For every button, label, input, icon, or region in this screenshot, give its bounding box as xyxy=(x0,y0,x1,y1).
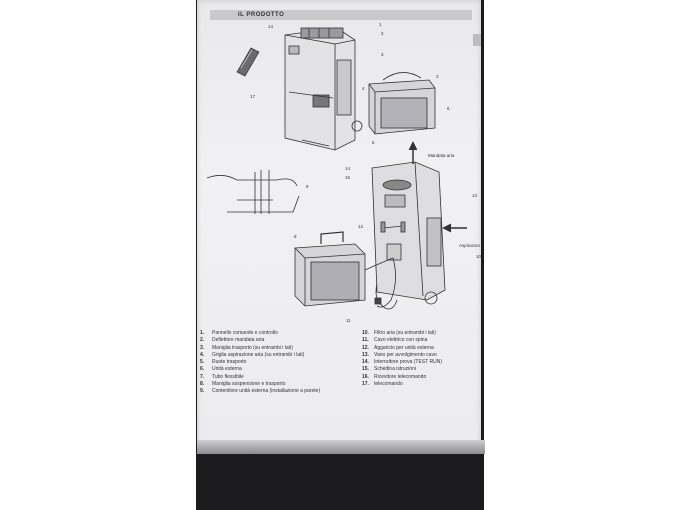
legend-item: 16.Ricevitore telecomando xyxy=(362,373,427,380)
callout-2: 2 xyxy=(381,31,384,36)
callout-3-ext: 3 xyxy=(436,74,439,79)
page-bottom-edge xyxy=(197,440,485,454)
legend-item: 6.Unità esterna xyxy=(200,366,242,373)
callout-11: 11 xyxy=(346,318,351,323)
indoor-unit-rear-drawing xyxy=(371,141,467,305)
legend-item: 4.Griglia aspirazione aria (su entrambi … xyxy=(200,351,305,358)
legend-item: 11.Cavo elettrico con spina xyxy=(362,337,428,344)
callout-14: 14 xyxy=(345,166,351,171)
legend-item: 3.Maniglia trasporto (su entrambi i lati… xyxy=(200,344,293,351)
indoor-unit-drawing xyxy=(284,27,363,151)
external-unit-hose-drawing xyxy=(294,231,398,310)
legend-item: 15.Schedina istruzioni xyxy=(362,366,416,373)
legend-item: 7.Tubo flessibile xyxy=(200,373,244,380)
page-tab-marker xyxy=(473,34,481,46)
remote-control-drawing xyxy=(236,47,260,77)
legend-left: 1.Pannello comando e controllo 2.Deflett… xyxy=(200,330,320,396)
legend-item: 9.Contenitore unità esterna (installazio… xyxy=(200,388,321,395)
callout-6: 6 xyxy=(447,106,450,111)
callout-4: 4 xyxy=(362,86,365,91)
legend-item: 2.Deflettore mandata aria xyxy=(200,337,265,344)
label-mandata-aria: Mandata aria xyxy=(428,153,455,158)
callout-14-top: 14 xyxy=(268,24,274,29)
callout-17: 17 xyxy=(250,94,256,99)
legend-item: 12.Aggancio per unità esterna xyxy=(362,344,434,351)
legend-item: 1.Pannello comando e controllo xyxy=(200,330,278,336)
callout-15: 15 xyxy=(345,175,351,180)
external-unit-drawing xyxy=(368,72,436,135)
callout-1: 1 xyxy=(379,22,382,27)
callout-12: 12 xyxy=(358,224,364,229)
legend-item: 14.Interruttore prova (TEST RUN) xyxy=(362,359,442,366)
legend-item: 13.Vano per avvolgimento cavo xyxy=(362,351,437,358)
legend-right: 10.Filtro aria (su entrambi i lati) 11.C… xyxy=(362,330,442,388)
legend-item: 5.Ruote trasporto xyxy=(200,359,247,366)
legend-item: 8.Maniglia sospensione e trasporto xyxy=(200,381,286,388)
wall-bracket-drawing xyxy=(206,170,300,214)
section-title: IL PRODOTTO xyxy=(238,12,285,18)
callout-8: 8 xyxy=(294,234,297,239)
callout-3-top: 3 xyxy=(381,52,384,57)
product-drawings xyxy=(206,27,467,310)
legend-item: 17.telecomando xyxy=(362,381,403,388)
callout-9: 9 xyxy=(306,184,309,189)
label-aspirazione: Aspirazion xyxy=(459,243,481,248)
section-header-band xyxy=(210,10,472,20)
legend-item: 10.Filtro aria (su entrambi i lati) xyxy=(362,330,436,336)
callout-13: 13 xyxy=(472,193,478,198)
callout-5: 5 xyxy=(372,140,375,145)
callout-10: 10 xyxy=(476,254,482,259)
